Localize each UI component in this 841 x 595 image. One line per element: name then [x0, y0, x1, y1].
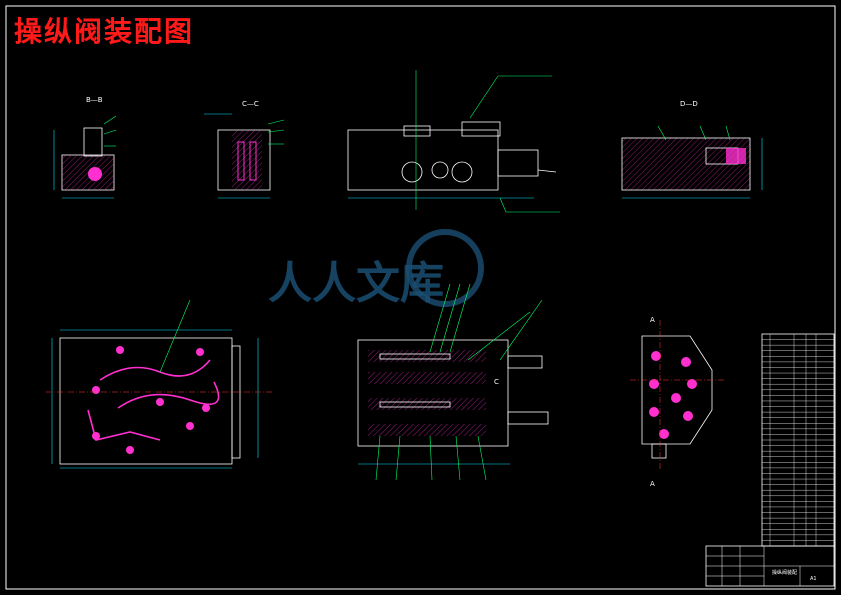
watermark-text: 人人文库: [268, 258, 444, 309]
drawing-title: 操纵阀装配图: [14, 15, 195, 48]
section-label-a-top: A: [650, 316, 655, 324]
view-main-section: C: [357, 283, 549, 481]
view-cc: C—C: [204, 100, 285, 199]
watermark: 人人文库: [268, 229, 484, 309]
title-block-name: 操纵阀装配: [772, 569, 797, 576]
section-label-bb: B—B: [86, 96, 103, 104]
view-elevation: [347, 70, 560, 213]
section-label-c: C: [494, 378, 499, 386]
view-dd: D—D: [621, 100, 763, 199]
view-plan: [46, 299, 272, 469]
title-block: 操纵阀装配 A1: [705, 545, 835, 587]
view-bb: B—B: [53, 96, 117, 199]
view-side: A A: [630, 316, 724, 488]
section-label-a-bottom: A: [650, 480, 655, 488]
drawing-frame: [5, 5, 836, 590]
title-block-sheet: A1: [810, 576, 817, 582]
parts-list: [761, 333, 835, 547]
section-label-cc: C—C: [242, 100, 259, 108]
section-label-dd: D—D: [680, 100, 698, 108]
